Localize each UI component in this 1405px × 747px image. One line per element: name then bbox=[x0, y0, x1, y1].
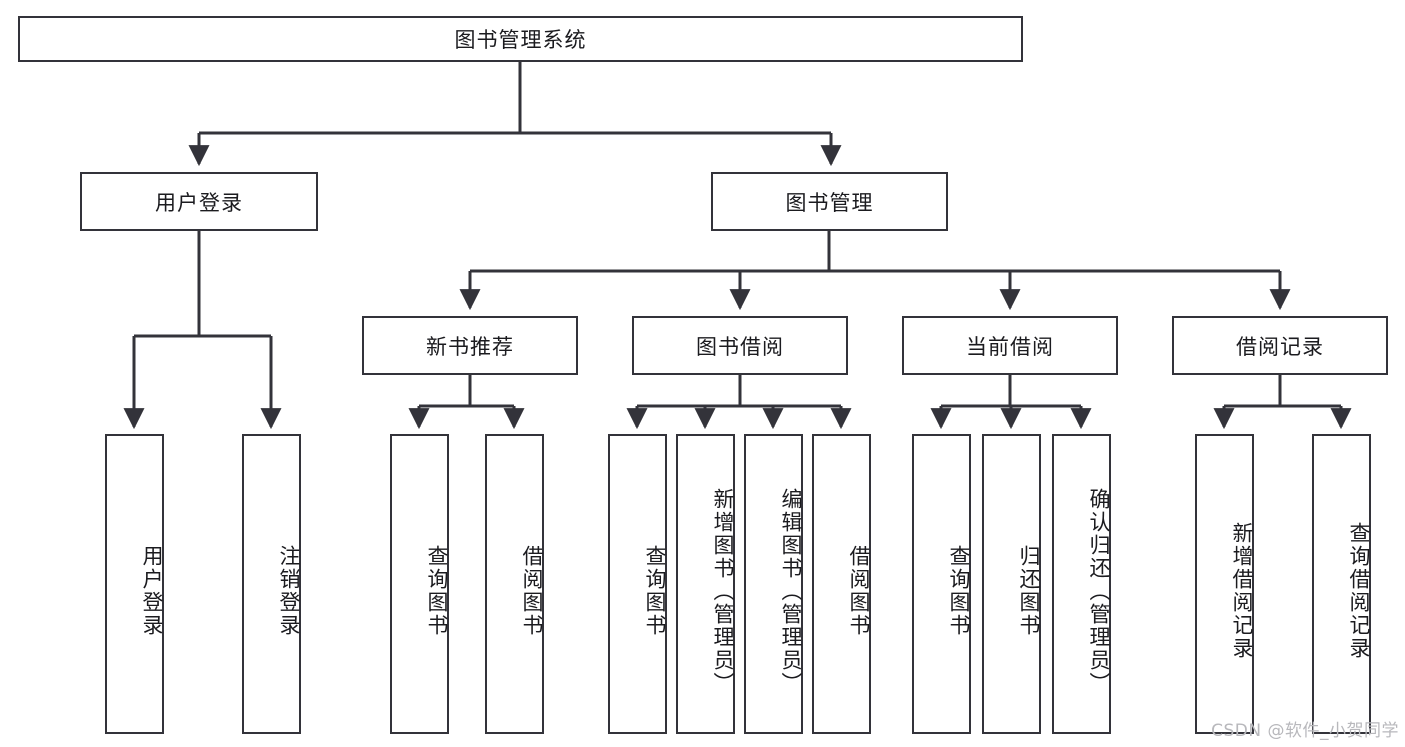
leaf-query-book-2-label: 查询图书 bbox=[643, 545, 667, 637]
leaf-user-login[interactable]: 用户登录 bbox=[105, 434, 164, 734]
leaf-confirm-return-admin-label: 确认归还（管理员） bbox=[1087, 487, 1111, 695]
leaf-query-borrow-record-label: 查询借阅记录 bbox=[1347, 522, 1371, 660]
node-book-management-label: 图书管理 bbox=[785, 190, 874, 215]
leaf-borrow-book-1[interactable]: 借阅图书 bbox=[485, 434, 544, 734]
leaf-borrow-book-2[interactable]: 借阅图书 bbox=[812, 434, 871, 734]
leaf-query-borrow-record[interactable]: 查询借阅记录 bbox=[1312, 434, 1371, 734]
node-user-login[interactable]: 用户登录 bbox=[80, 172, 318, 231]
node-book-management[interactable]: 图书管理 bbox=[711, 172, 948, 231]
leaf-add-borrow-record[interactable]: 新增借阅记录 bbox=[1195, 434, 1254, 734]
leaf-query-book-3[interactable]: 查询图书 bbox=[912, 434, 971, 734]
leaf-borrow-book-1-label: 借阅图书 bbox=[520, 545, 544, 637]
leaf-edit-book-admin[interactable]: 编辑图书（管理员） bbox=[744, 434, 803, 734]
leaf-user-login-label: 用户登录 bbox=[140, 545, 164, 637]
node-current-borrow-label: 当前借阅 bbox=[966, 334, 1054, 359]
node-current-borrow[interactable]: 当前借阅 bbox=[902, 316, 1118, 375]
node-root[interactable]: 图书管理系统 bbox=[18, 16, 1023, 62]
leaf-logout-label: 注销登录 bbox=[277, 545, 301, 637]
node-borrow-record[interactable]: 借阅记录 bbox=[1172, 316, 1388, 375]
leaf-query-book-3-label: 查询图书 bbox=[947, 545, 971, 637]
leaf-return-book[interactable]: 归还图书 bbox=[982, 434, 1041, 734]
leaf-query-book-1[interactable]: 查询图书 bbox=[390, 434, 449, 734]
leaf-confirm-return-admin[interactable]: 确认归还（管理员） bbox=[1052, 434, 1111, 734]
node-root-label: 图书管理系统 bbox=[454, 28, 587, 52]
node-book-borrow[interactable]: 图书借阅 bbox=[632, 316, 848, 375]
leaf-edit-book-admin-label: 编辑图书（管理员） bbox=[779, 487, 803, 695]
node-book-borrow-label: 图书借阅 bbox=[696, 334, 784, 359]
node-borrow-record-label: 借阅记录 bbox=[1236, 334, 1324, 359]
leaf-query-book-2[interactable]: 查询图书 bbox=[608, 434, 667, 734]
leaf-logout[interactable]: 注销登录 bbox=[242, 434, 301, 734]
node-new-book-recommend-label: 新书推荐 bbox=[426, 334, 514, 359]
node-user-login-label: 用户登录 bbox=[155, 190, 243, 215]
leaf-add-borrow-record-label: 新增借阅记录 bbox=[1230, 522, 1254, 660]
leaf-return-book-label: 归还图书 bbox=[1017, 545, 1041, 637]
node-new-book-recommend[interactable]: 新书推荐 bbox=[362, 316, 578, 375]
leaf-query-book-1-label: 查询图书 bbox=[425, 545, 449, 637]
leaf-borrow-book-2-label: 借阅图书 bbox=[847, 545, 871, 637]
leaf-add-book-admin-label: 新增图书（管理员） bbox=[711, 487, 735, 695]
leaf-add-book-admin[interactable]: 新增图书（管理员） bbox=[676, 434, 735, 734]
